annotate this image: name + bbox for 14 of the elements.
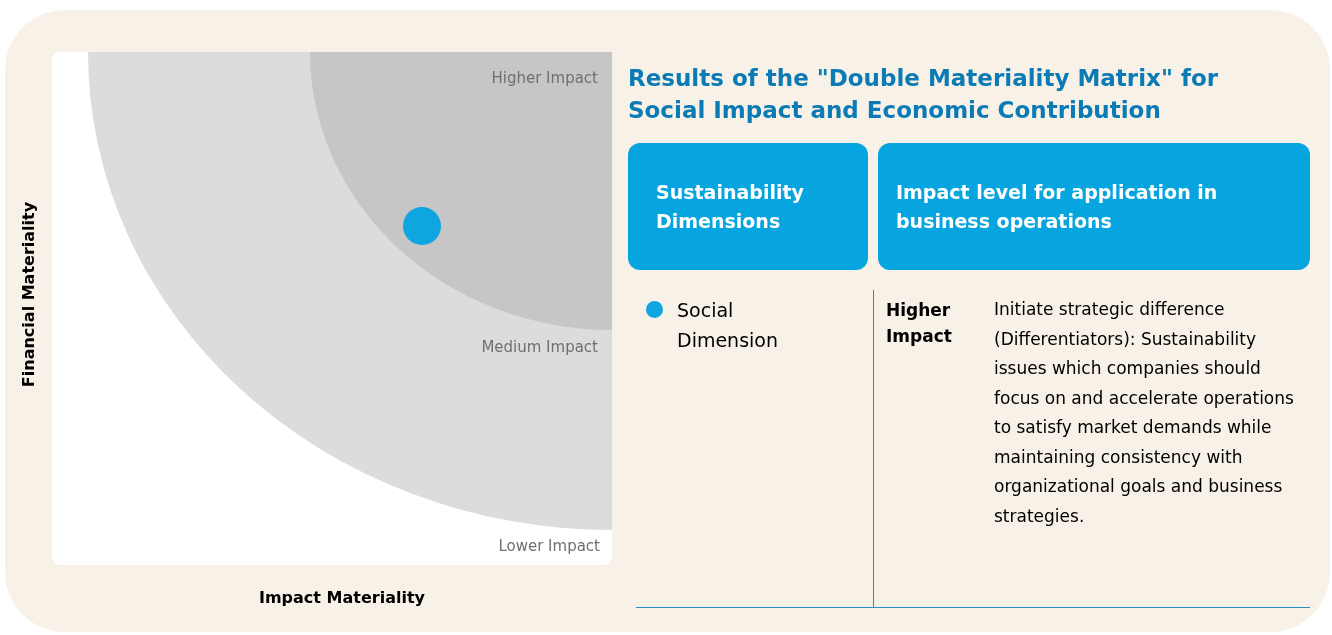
zone-label: Lower Impact: [498, 537, 600, 555]
header-text: Sustainability Dimensions: [656, 180, 805, 234]
title: Results of the "Double Materiality Matrix" for Social Impact and Economic Contribution: [628, 64, 1220, 125]
header-cell: [628, 143, 868, 270]
higher-impact-zone: [310, 52, 612, 330]
zone-label: Higher Impact: [491, 69, 598, 87]
legend-text: Social Dimension: [677, 298, 779, 353]
header-cell: [878, 143, 1310, 270]
axis-label: Financial Materiality: [18, 200, 38, 390]
header-text: Impact level for application in business operations: [896, 180, 1219, 234]
zone-label: Medium Impact: [481, 338, 598, 356]
description-text: Initiate strategic difference (Differentiators): Sustainability issues which companies should focus on and accelerate operations to satisfy market demands while maintaining consistency with organizational goals and business strategies.: [994, 298, 1295, 528]
axis-label: Impact Materiality: [258, 588, 426, 607]
impact-level-text: Higher Impact: [886, 299, 953, 348]
